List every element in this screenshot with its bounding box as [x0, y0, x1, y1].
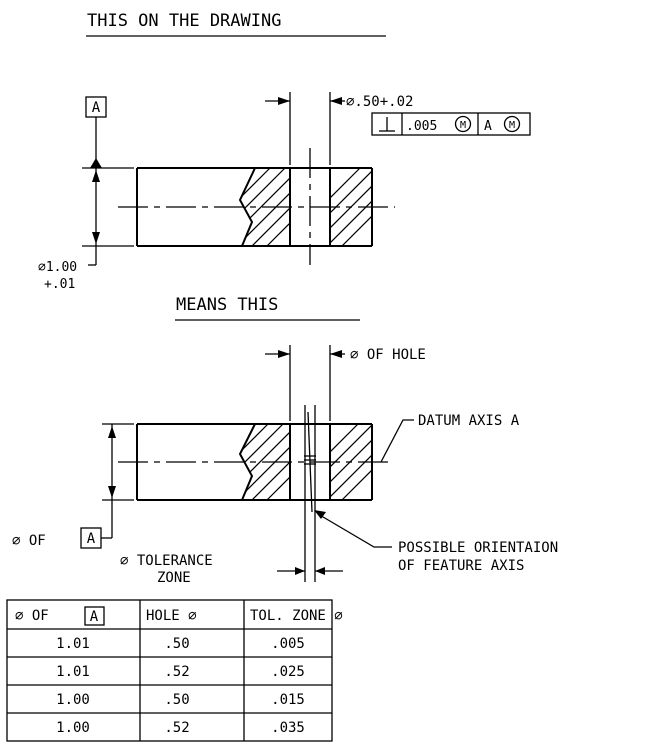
top-title: THIS ON THE DRAWING: [87, 11, 281, 31]
datum-triangle-icon: [90, 158, 102, 168]
top-outer-tolerance: +.01: [44, 277, 75, 292]
orientation-label-1: POSSIBLE ORIENTAION: [398, 540, 558, 556]
perpendicularity-icon: [379, 117, 395, 132]
fcf-datum-modifier: M: [509, 120, 515, 131]
bottom-title: MEANS THIS: [176, 295, 278, 315]
table-cell: 1.00: [56, 720, 90, 736]
table-cell: .015: [271, 692, 305, 708]
top-hole-size: ⌀.50+.02: [346, 94, 413, 110]
fcf-tolerance: .005: [406, 119, 437, 134]
table-cell: .035: [271, 720, 305, 736]
table-header-tol-zone: TOL. ZONE ⌀: [250, 608, 343, 624]
feature-control-frame: .005 M A M: [371, 112, 531, 136]
top-hole-dimension: ⌀.50+.02: [265, 92, 413, 165]
bottom-outer-dimension: ⌀ OF A: [12, 423, 134, 549]
bottom-view: MEANS THIS: [12, 295, 558, 586]
table-cell: 1.00: [56, 692, 90, 708]
top-view: THIS ON THE DRAWING: [38, 11, 531, 292]
bottom-part-body: [118, 423, 392, 501]
orientation-callout: POSSIBLE ORIENTAION OF FEATURE AXIS: [314, 510, 558, 574]
table-cell: .52: [164, 664, 189, 680]
datum-axis-callout: DATUM AXIS A: [380, 413, 520, 463]
fcf-datum: A: [484, 119, 492, 134]
table-cell: .50: [164, 692, 189, 708]
fcf-tolerance-modifier: M: [460, 120, 466, 131]
table-header-hole: HOLE ⌀: [146, 608, 197, 624]
datum-dia-label: ⌀ OF: [12, 533, 46, 549]
tol-zone-label-1: ⌀ TOLERANCE: [120, 553, 213, 569]
top-outer-dimension: ⌀1.00 +.01: [38, 167, 134, 292]
datum-axis-label: DATUM AXIS A: [418, 413, 520, 429]
table-cell: .025: [271, 664, 305, 680]
top-outer-size: ⌀1.00: [38, 260, 77, 275]
table-cell: 1.01: [56, 664, 90, 680]
tolerance-zone-lines: [304, 405, 316, 582]
top-part-body: [118, 148, 395, 265]
table-cell: .52: [164, 720, 189, 736]
table-cell: .005: [271, 636, 305, 652]
table-cell: .50: [164, 636, 189, 652]
top-datum-letter: A: [92, 100, 101, 116]
datum-feature-a: A: [85, 96, 107, 168]
orientation-label-2: OF FEATURE AXIS: [398, 558, 524, 574]
tol-zone-label-2: ZONE: [157, 570, 191, 586]
tolerance-zone-dimension: ⌀ TOLERANCE ZONE: [120, 553, 343, 586]
mmc-modifier-icon: [454, 115, 472, 133]
table-header-datum: ⌀ OF: [15, 608, 49, 624]
tolerance-table: ⌀ OF A HOLE ⌀ TOL. ZONE ⌀ 1.01 .50 .005 …: [6, 599, 343, 742]
datum-mmc-modifier-icon: [503, 115, 521, 133]
table-header-datum-letter: A: [90, 609, 99, 625]
bottom-hole-dimension: ⌀ OF HOLE: [265, 345, 426, 421]
table-cell: 1.01: [56, 636, 90, 652]
hole-dia-label: ⌀ OF HOLE: [350, 347, 426, 363]
bottom-datum-letter: A: [87, 531, 96, 547]
